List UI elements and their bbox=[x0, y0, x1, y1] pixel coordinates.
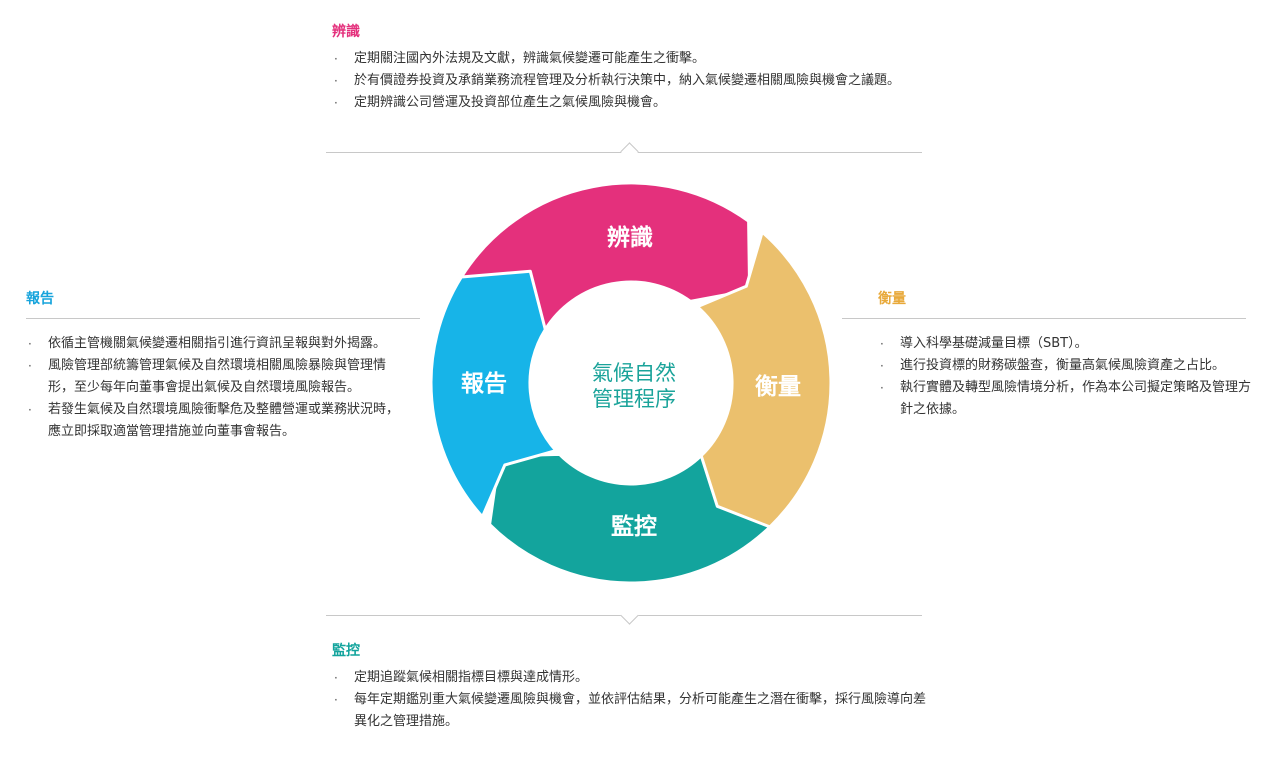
list-item: · 依循主管機關氣候變遷相關指引進行資訊呈報與對外揭露。 bbox=[26, 333, 406, 355]
list-item-text: 若發生氣候及自然環境風險衝擊危及整體營運或業務狀況時，應立即採取適當管理措施並向… bbox=[48, 402, 400, 439]
list-item: · 定期追蹤氣候相關指標目標與達成情形。 bbox=[332, 667, 932, 689]
identify-segment-label: 辨識 bbox=[607, 224, 653, 251]
monitor-panel-title: 監控 bbox=[332, 643, 360, 659]
left-divider bbox=[26, 318, 420, 319]
list-item: · 若發生氣候及自然環境風險衝擊危及整體營運或業務狀況時，應立即採取適當管理措施並… bbox=[26, 399, 406, 443]
monitor-panel: 監控 · 定期追蹤氣候相關指標目標與達成情形。 · 每年定期鑑別重大氣候變遷風險與機… bbox=[332, 641, 932, 733]
monitor-segment bbox=[488, 452, 772, 585]
identify-panel-title: 辨識 bbox=[332, 24, 360, 40]
bullet-icon: · bbox=[880, 337, 884, 351]
list-item-text: 依循主管機關氣候變遷相關指引進行資訊呈報與對外揭露。 bbox=[48, 336, 387, 351]
list-item: · 定期辨識公司營運及投資部位產生之氣候風險與機會。 bbox=[332, 92, 932, 114]
list-item-text: 每年定期鑑別重大氣候變遷風險與機會，並依評估結果，分析可能產生之潛在衝擊，採行風… bbox=[354, 692, 927, 729]
bullet-icon: · bbox=[334, 693, 338, 707]
measure-segment-label: 衡量 bbox=[755, 373, 801, 400]
bullet-icon: · bbox=[28, 337, 32, 351]
monitor-list: · 定期追蹤氣候相關指標目標與達成情形。 · 每年定期鑑別重大氣候變遷風險與機會，並… bbox=[332, 667, 932, 733]
list-item: · 每年定期鑑別重大氣候變遷風險與機會，並依評估結果，分析可能產生之潛在衝擊，採行… bbox=[332, 689, 932, 733]
bullet-icon: · bbox=[880, 359, 884, 373]
report-list: · 依循主管機關氣候變遷相關指引進行資訊呈報與對外揭露。 · 風險管理部統籌管理氣候… bbox=[26, 333, 406, 443]
report-segment bbox=[429, 269, 558, 519]
list-item-text: 執行實體及轉型風險情境分析，作為本公司擬定策略及管理方針之依據。 bbox=[900, 380, 1252, 417]
measure-panel: 衡量 · 導入科學基礎減量目標（SBT）。 · 進行投資標的財務碳盤查，衡量高氣候風… bbox=[878, 289, 1258, 421]
report-panel: 報告 · 依循主管機關氣候變遷相關指引進行資訊呈報與對外揭露。 · 風險管理部統籌管… bbox=[26, 289, 406, 443]
bullet-icon: · bbox=[334, 74, 338, 88]
list-item-text: 於有價證券投資及承銷業務流程管理及分析執行決策中，納入氣候變遷相關風險與機會之議… bbox=[354, 73, 901, 88]
monitor-segment-label: 監控 bbox=[611, 513, 657, 540]
list-item-text: 進行投資標的財務碳盤查，衡量高氣候風險資產之占比。 bbox=[900, 358, 1226, 373]
measure-list: · 導入科學基礎減量目標（SBT）。 · 進行投資標的財務碳盤查，衡量高氣候風險資產… bbox=[878, 333, 1258, 421]
measure-segment bbox=[695, 230, 833, 529]
right-divider bbox=[842, 318, 1246, 319]
list-item-text: 導入科學基礎減量目標（SBT）。 bbox=[900, 336, 1088, 351]
measure-panel-title: 衡量 bbox=[878, 291, 906, 307]
list-item: · 風險管理部統籌管理氣候及自然環境相關風險暴險與管理情形，至少每年向董事會提出氣… bbox=[26, 355, 406, 399]
list-item: · 於有價證券投資及承銷業務流程管理及分析執行決策中，納入氣候變遷相關風險與機會之… bbox=[332, 70, 929, 92]
bullet-icon: · bbox=[334, 96, 338, 110]
bullet-icon: · bbox=[880, 381, 884, 395]
bullet-icon: · bbox=[334, 52, 338, 66]
list-item: · 執行實體及轉型風險情境分析，作為本公司擬定策略及管理方針之依據。 bbox=[878, 377, 1258, 421]
center-label-line2: 管理程序 bbox=[592, 387, 676, 411]
list-item: · 進行投資標的財務碳盤查，衡量高氣候風險資產之占比。 bbox=[878, 355, 1258, 377]
list-item-text: 定期追蹤氣候相關指標目標與達成情形。 bbox=[354, 670, 589, 685]
list-item: · 導入科學基礎減量目標（SBT）。 bbox=[878, 333, 1258, 355]
list-item-text: 定期辨識公司營運及投資部位產生之氣候風險與機會。 bbox=[354, 95, 667, 110]
bullet-icon: · bbox=[334, 671, 338, 685]
bullet-icon: · bbox=[28, 403, 32, 417]
report-segment-label: 報告 bbox=[461, 370, 507, 397]
identify-list: · 定期關注國內外法規及文獻，辨識氣候變遷可能產生之衝擊。 · 於有價證券投資及承銷… bbox=[332, 48, 932, 114]
list-item: · 定期關注國內外法規及文獻，辨識氣候變遷可能產生之衝擊。 bbox=[332, 48, 932, 70]
center-label-line1: 氣候自然 bbox=[592, 361, 676, 385]
list-item-text: 風險管理部統籌管理氣候及自然環境相關風險暴險與管理情形，至少每年向董事會提出氣候… bbox=[48, 358, 387, 395]
identify-panel: 辨識 · 定期關注國內外法規及文獻，辨識氣候變遷可能產生之衝擊。 · 於有價證券投資… bbox=[332, 22, 932, 114]
report-panel-title: 報告 bbox=[26, 291, 54, 307]
bullet-icon: · bbox=[28, 359, 32, 373]
list-item-text: 定期關注國內外法規及文獻，辨識氣候變遷可能產生之衝擊。 bbox=[354, 51, 706, 66]
